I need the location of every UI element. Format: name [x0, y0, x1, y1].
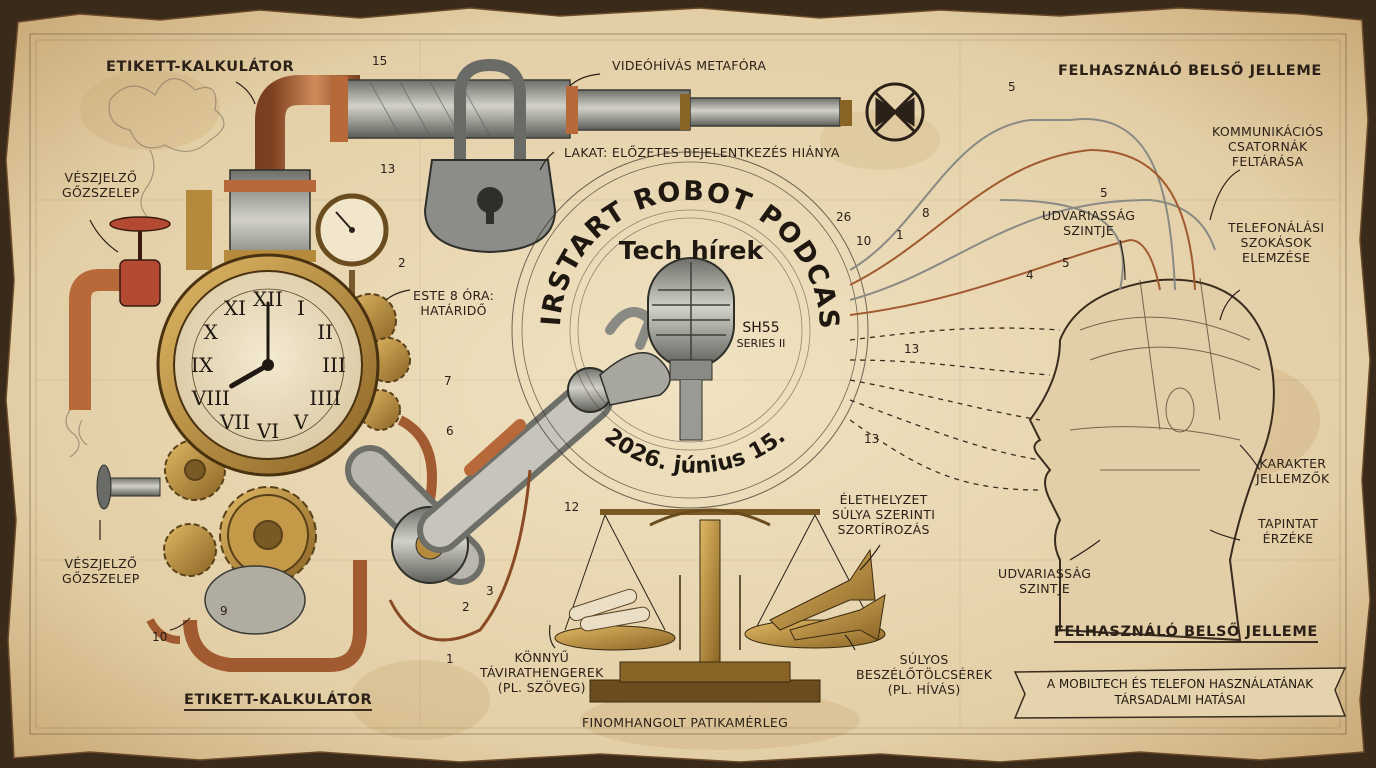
callout-number: 6	[446, 424, 454, 438]
callout-number: 8	[922, 206, 930, 220]
clock-numeral: VII	[219, 410, 250, 434]
clock-numeral: VI	[256, 419, 279, 443]
callout-number: 12	[564, 500, 579, 514]
clock-numeral: X	[204, 320, 219, 344]
callout-number: 5	[1100, 186, 1108, 200]
callout-number: 26	[836, 210, 851, 224]
clock-numeral: I	[297, 296, 305, 320]
callout-number: 5	[1062, 256, 1070, 270]
callout-number: 15	[372, 54, 387, 68]
etikett-kalkulator-top-label: ETIKETT-KALKULÁTOR	[106, 60, 294, 75]
clock-numeral: IIII	[309, 386, 341, 410]
callout-number: 10	[152, 630, 167, 644]
callout-number: 13	[864, 432, 879, 446]
callout-number: 10	[856, 234, 871, 248]
callout-number: 9	[220, 604, 228, 618]
etikett-kalkulator-bottom-label: ETIKETT-KALKULÁTOR	[184, 693, 372, 711]
callout-number: 7	[444, 374, 452, 388]
callout-number: 1	[446, 652, 454, 666]
callout-number: 4	[1026, 268, 1034, 282]
clock-numeral: V	[293, 410, 309, 434]
felhasznalo-top-label: FELHASZNÁLÓ BELSŐ JELLEME	[1058, 64, 1322, 79]
clock-numeral: III	[322, 353, 346, 377]
clock-numeral: VIII	[191, 386, 230, 410]
callout-number: 1	[896, 228, 904, 242]
callout-number: 5	[1008, 80, 1016, 94]
clock-numeral: IX	[191, 353, 214, 377]
felhasznalo-bottom-label: FELHASZNÁLÓ BELSŐ JELLEME	[1054, 625, 1318, 643]
podcast-subtitle: Tech hírek	[616, 236, 766, 265]
callout-number: 3	[486, 584, 494, 598]
callout-number: 13	[380, 162, 395, 176]
patikamerleg-label: FINOMHANGOLT PATIKAMÉRLEG	[582, 715, 788, 730]
clock-numeral: II	[317, 320, 333, 344]
callout-number: 13	[904, 342, 919, 356]
callout-number: 2	[462, 600, 470, 614]
este-8-ora-label: ESTE 8 ÓRA:HATÁRIDŐ	[413, 288, 494, 318]
callout-number: 2	[398, 256, 406, 270]
videohivas-label: VIDEÓHÍVÁS METAFÓRA	[612, 58, 766, 73]
lakat-label: LAKAT: ELŐZETES BEJELENTKEZÉS HIÁNYA	[564, 145, 840, 160]
clock-numeral: XI	[224, 296, 246, 320]
